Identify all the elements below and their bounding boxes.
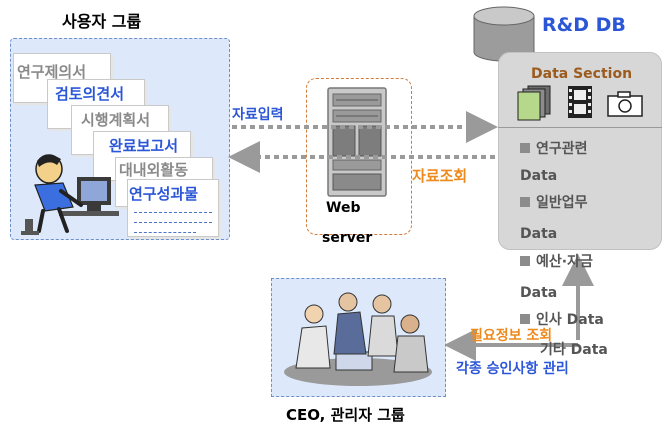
computer-user-illustration [21, 154, 119, 235]
db-item-budget-line2: Data [520, 285, 558, 301]
doc-execution-plan: 시행계획서 [81, 111, 151, 129]
user-group-panel: 연구제의서 검토의견서 시행계획서 완료보고서 대내외활동 연구성과물 [10, 38, 230, 240]
db-item-research-line1: 연구관련 [520, 138, 588, 158]
info-query-label: 필요정보 조회 [470, 328, 553, 344]
query-flow-label: 자료조회 [412, 167, 468, 185]
doc-external-activity: 대내외활동 [119, 161, 189, 179]
data-section-divider [498, 127, 662, 128]
web-server-label-line2: server [322, 230, 373, 246]
input-flow-label: 자료입력 [232, 107, 284, 123]
doc-research-output: 연구성과물 [129, 185, 199, 203]
db-item-hr-line1: 인사 Data [520, 309, 604, 329]
db-item-research-line2: Data [520, 168, 558, 184]
db-item-hr-line2: 기타 Data [540, 342, 608, 358]
db-item-budget-line1: 예산·자금 [520, 251, 593, 271]
data-section-label: Data Section [531, 66, 633, 82]
document-page [127, 179, 219, 237]
doc-research-proposal: 연구제의서 [17, 63, 87, 81]
db-item-general-line1: 일반업무 [520, 192, 588, 212]
approval-management-label: 각종 승인사항 관리 [456, 361, 569, 377]
server-rack-icon [327, 87, 387, 197]
doc-review-opinion: 검토의견서 [55, 85, 125, 103]
db-item-general-line2: Data [520, 226, 558, 242]
ceo-group-title: CEO, 관리자 그룹 [286, 406, 405, 424]
doc-completion-report: 완료보고서 [109, 137, 179, 155]
database-title: R&D DB [542, 14, 626, 36]
web-server-label-line1: Web [326, 200, 361, 216]
documents-stack-icon [517, 85, 551, 121]
meeting-people-illustration [284, 292, 432, 386]
user-group-title: 사용자 그룹 [62, 12, 142, 31]
film-strip-icon [568, 86, 592, 118]
camera-icon [607, 91, 643, 117]
